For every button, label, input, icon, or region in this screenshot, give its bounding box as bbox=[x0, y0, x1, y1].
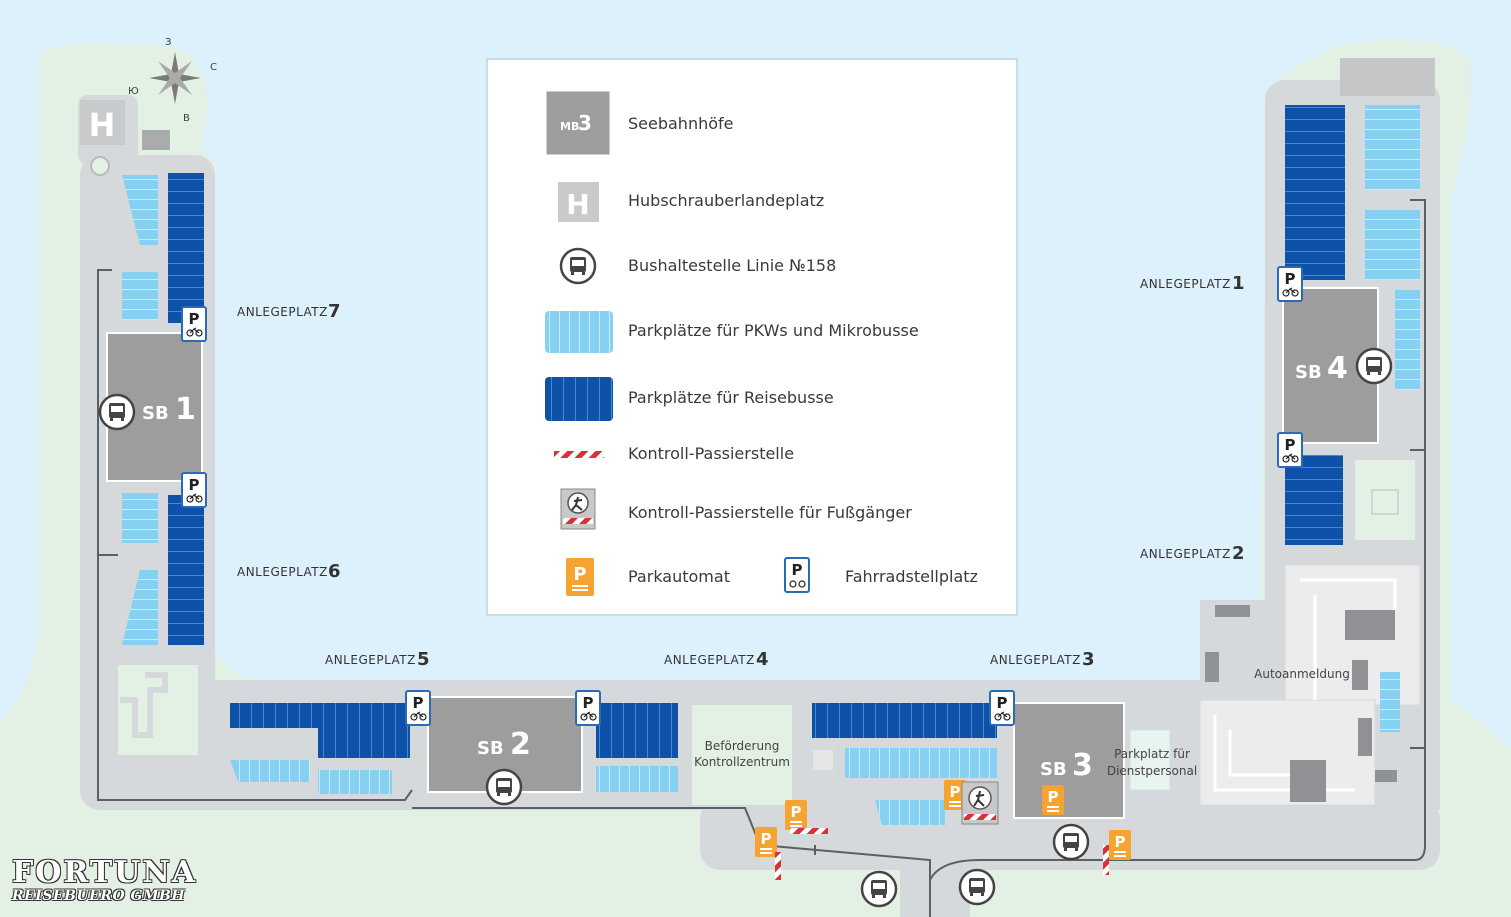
legend-seaterminal-number: 3 bbox=[578, 111, 592, 135]
control-center-line1: Beförderung bbox=[705, 739, 780, 753]
parking-meter-icon bbox=[1109, 830, 1131, 860]
legend-bus-stop: Bushaltestelle Linie №158 bbox=[628, 256, 836, 275]
sb2-area-parking bbox=[230, 703, 678, 794]
terminal-sb2-prefix: SB bbox=[477, 738, 504, 759]
legend-seaterminal-icon: MB 3 bbox=[545, 90, 611, 156]
berth-4-label: ANLEGEPLATZ bbox=[664, 653, 755, 667]
sb3-area-parking bbox=[812, 703, 1171, 825]
bus-stop-icon[interactable] bbox=[1052, 823, 1090, 861]
terminal-sb4-number: 4 bbox=[1327, 351, 1348, 386]
control-center: Beförderung Kontrollzentrum bbox=[692, 705, 792, 805]
right-wing-parking bbox=[1285, 58, 1435, 545]
berth-7-label: ANLEGEPLATZ bbox=[237, 305, 328, 319]
compass-east: С bbox=[210, 62, 217, 73]
berth-3-number: 3 bbox=[1082, 649, 1095, 670]
compass-rose: З С Ю В bbox=[128, 37, 217, 124]
berth-1-label: ANLEGEPLATZ bbox=[1140, 277, 1231, 291]
left-wing-parking bbox=[118, 173, 204, 755]
legend-bus-parking-swatch bbox=[545, 377, 613, 421]
berth-4-number: 4 bbox=[756, 649, 769, 670]
pedestrian-checkpoint-icon bbox=[961, 781, 999, 825]
bus-stop-icon[interactable] bbox=[98, 393, 136, 431]
checkpoint-barrier bbox=[775, 828, 1109, 880]
legend-bus-stop-icon bbox=[559, 247, 597, 285]
bike-parking-icon bbox=[1277, 266, 1303, 302]
brand-watermark: FORTUNA REISEBUERO GMBH bbox=[12, 855, 212, 905]
berth-5-number: 5 bbox=[417, 649, 430, 670]
bus-stop-icon[interactable] bbox=[1355, 347, 1393, 385]
terminal-sb1-prefix: SB bbox=[142, 403, 169, 424]
bike-parking-icon bbox=[1277, 432, 1303, 468]
registration-area bbox=[1199, 564, 1421, 806]
berth-7-number: 7 bbox=[328, 301, 341, 322]
berth-2-label: ANLEGEPLATZ bbox=[1140, 547, 1231, 561]
brand-subtitle: REISEBUERO GMBH bbox=[12, 888, 186, 904]
berth-3-label: ANLEGEPLATZ bbox=[990, 653, 1081, 667]
staff-parking-line1: Parkplatz für bbox=[1114, 747, 1190, 761]
parking-meter-icon bbox=[785, 800, 807, 830]
bus-stop-icon[interactable] bbox=[958, 868, 996, 906]
brand-name: FORTUNA bbox=[12, 855, 198, 890]
registration-label: Autoanmeldung bbox=[1254, 667, 1350, 681]
berth-5-label: ANLEGEPLATZ bbox=[325, 653, 416, 667]
terminal-sb3-number: 3 bbox=[1072, 748, 1093, 783]
bike-parking-icon bbox=[575, 690, 601, 726]
legend-bus-parking: Parkplätze für Reisebusse bbox=[628, 388, 834, 407]
legend-bike-parking-icon: P bbox=[784, 557, 810, 593]
legend-helipad: Hubschrauberlandeplatz bbox=[628, 191, 824, 210]
bike-parking-icon bbox=[989, 690, 1015, 726]
helipad-letter: H bbox=[89, 106, 116, 144]
legend-parking-meter: Parkautomat bbox=[628, 567, 730, 586]
compass-west: В bbox=[183, 113, 190, 124]
terminal-sb1-number: 1 bbox=[175, 392, 196, 427]
legend-checkpoint: Kontroll-Passierstelle bbox=[628, 444, 794, 463]
compass-south: Ю bbox=[128, 86, 139, 97]
terminal-sb3[interactable]: SB 3 bbox=[1013, 702, 1125, 819]
legend-car-parking-swatch bbox=[545, 311, 613, 353]
bike-parking-icon bbox=[181, 472, 207, 508]
bike-parking-icon bbox=[405, 690, 431, 726]
bike-parking-icon bbox=[181, 306, 207, 342]
staff-parking-line2: Dienstpersonal bbox=[1107, 764, 1197, 778]
terminal-sb4-prefix: SB bbox=[1295, 362, 1322, 383]
legend-seaterminal: Seebahnhöfe bbox=[628, 114, 734, 133]
parking-meter-icon bbox=[755, 827, 777, 857]
legend-bike-letter: P bbox=[792, 561, 803, 579]
control-center-line2: Kontrollzentrum bbox=[694, 755, 790, 769]
bus-stop-icon[interactable] bbox=[860, 870, 898, 908]
legend-panel: MB 3 Seebahnhöfe H Hubschrauberlandeplat… bbox=[486, 58, 1018, 616]
legend-pedestrian-checkpoint-icon bbox=[560, 488, 596, 530]
helipad-icon: H bbox=[80, 100, 170, 176]
legend-checkpoint-icon bbox=[554, 451, 604, 458]
legend-parking-meter-icon: P bbox=[566, 558, 594, 596]
legend-pedestrian-checkpoint: Kontroll-Passierstelle für Fußgänger bbox=[628, 503, 912, 522]
compass-north: З bbox=[165, 37, 171, 48]
berth-6-number: 6 bbox=[328, 561, 341, 582]
terminal-sb3-prefix: SB bbox=[1040, 759, 1067, 780]
legend-helipad-icon: H bbox=[558, 182, 599, 222]
legend-helipad-letter: H bbox=[566, 188, 589, 221]
legend-car-parking: Parkplätze für PKWs und Mikrobusse bbox=[628, 321, 919, 340]
berth-2-number: 2 bbox=[1232, 543, 1245, 564]
berth-6-label: ANLEGEPLATZ bbox=[237, 565, 328, 579]
terminal-sb2-number: 2 bbox=[510, 727, 531, 762]
bus-stop-icon[interactable] bbox=[485, 768, 523, 806]
berth-1-number: 1 bbox=[1232, 273, 1245, 294]
legend-bike-parking: Fahrradstellplatz bbox=[845, 567, 978, 586]
parking-meter-icon bbox=[1042, 785, 1064, 815]
legend-seaterminal-badge: MB bbox=[560, 120, 579, 133]
legend-meter-letter: P bbox=[573, 564, 586, 585]
